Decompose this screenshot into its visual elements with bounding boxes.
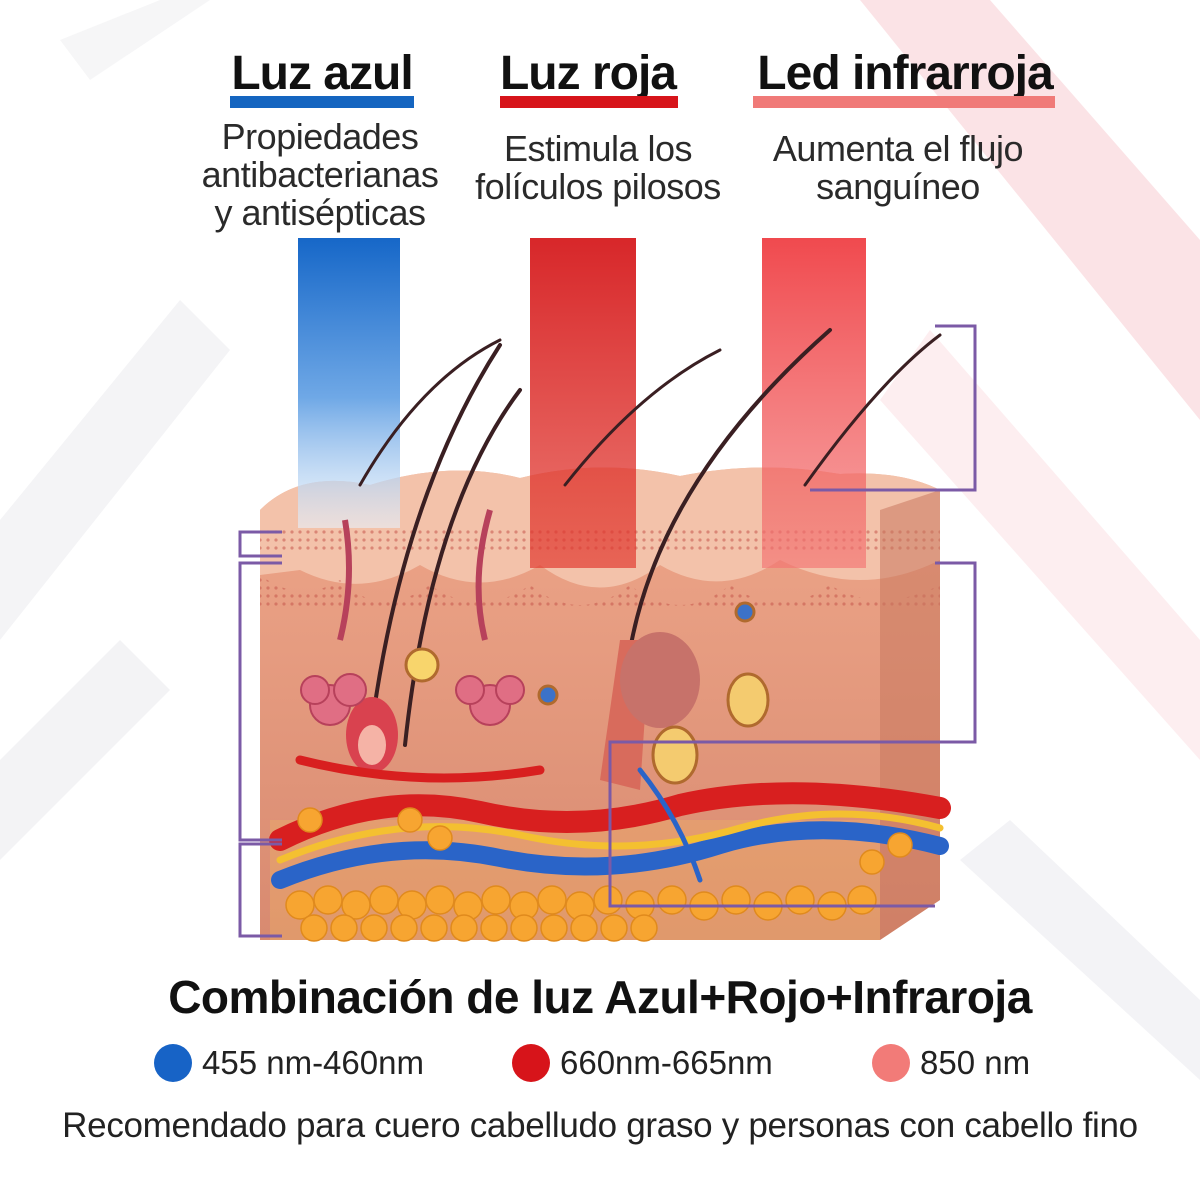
pink-dot-icon — [872, 1044, 910, 1082]
infrared-light-description-line: Aumenta el flujo — [772, 128, 1024, 169]
sweat-glands — [300, 509, 525, 726]
infrared-light-description-line: sanguíneo — [816, 166, 980, 207]
blue-light-description-line: Propiedades — [221, 116, 419, 157]
legend-infrared: 850 nm — [872, 1044, 1030, 1082]
red-light-description-line: Estimula los — [503, 128, 693, 169]
infrared-light-title: Led infrarroja — [757, 47, 1053, 100]
blue-dot-icon — [154, 1044, 192, 1082]
hair-follicles — [346, 632, 700, 790]
red-dot-icon — [512, 1044, 550, 1082]
legend-red: 660nm-665nm — [512, 1044, 773, 1082]
legend-blue-label: 455 nm-460nm — [202, 1044, 424, 1081]
blue-light-description-line: y antisépticas — [214, 192, 426, 233]
hair-shafts — [358, 328, 942, 747]
red-light-underline — [500, 96, 678, 108]
legend-blue: 455 nm-460nm — [154, 1044, 424, 1082]
red-light-title: Luz roja — [499, 47, 677, 100]
blue-light-description-line: antibacterianas — [201, 154, 439, 195]
infrared-light-description: Aumenta el flujo sanguíneo — [748, 130, 1048, 206]
red-light-beam — [530, 238, 636, 568]
red-light-description-line: folículos pilosos — [475, 166, 721, 207]
blue-light-underline — [230, 96, 414, 108]
legend-red-label: 660nm-665nm — [560, 1044, 773, 1081]
layer-brackets — [238, 324, 977, 938]
infrared-light-underline — [753, 96, 1055, 108]
blue-light-title: Luz azul — [231, 47, 413, 100]
blue-light-description: Propiedades antibacterianas y antiséptic… — [180, 118, 460, 232]
recommendation-text: Recomendado para cuero cabelludo graso y… — [62, 1106, 1138, 1145]
red-light-description: Estimula los folículos pilosos — [458, 130, 738, 206]
combination-title: Combinación de luz Azul+Rojo+Infraroja — [168, 971, 1032, 1023]
blue-light-beam — [298, 238, 400, 528]
legend-infrared-label: 850 nm — [920, 1044, 1031, 1081]
infrared-light-beam — [762, 238, 866, 568]
